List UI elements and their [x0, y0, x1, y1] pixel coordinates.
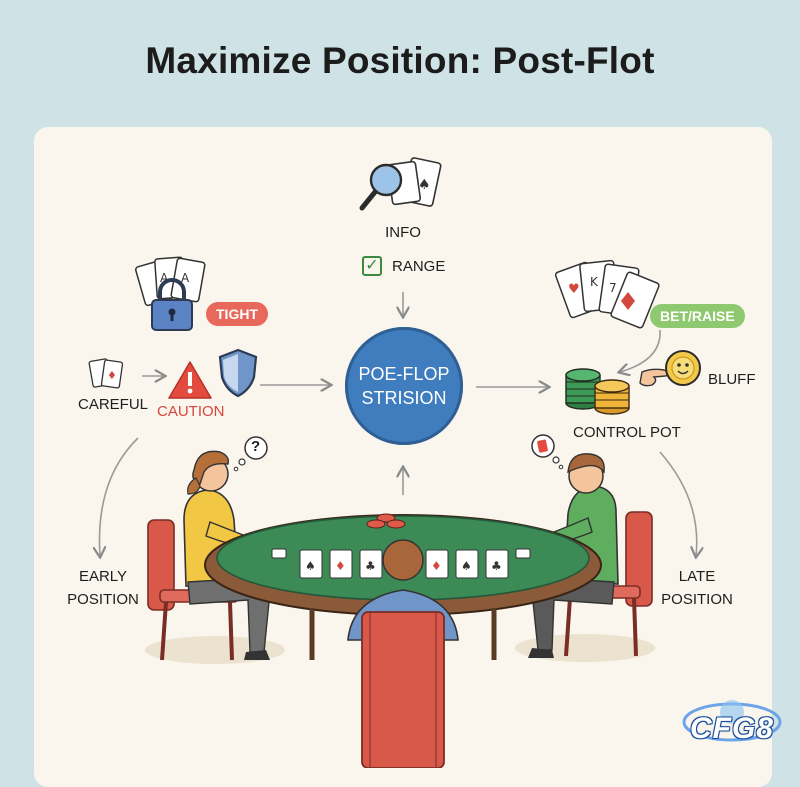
- svg-text:A: A: [160, 271, 169, 285]
- hub-line-2: STRISION: [361, 388, 447, 408]
- check-icon: ✓: [362, 256, 382, 276]
- early-position-line-2: POSITION: [67, 591, 139, 608]
- control-pot-label: CONTROL POT: [573, 424, 681, 441]
- page-title: Maximize Position: Post-Flot: [145, 40, 655, 81]
- late-position-line-2: POSITION: [661, 591, 733, 608]
- pointing-hand-icon: [639, 368, 669, 387]
- range-label: RANGE: [392, 258, 446, 275]
- cards-lock-icon: A A: [134, 256, 206, 331]
- svg-text:K: K: [590, 275, 599, 289]
- svg-text:♥: ♥: [568, 282, 580, 297]
- community-cards: [299, 549, 509, 579]
- arrow-late-position: [659, 451, 697, 556]
- question-thought-icon: [233, 436, 268, 472]
- careful-label: CAREFUL: [78, 396, 149, 413]
- table-chips: [366, 513, 406, 529]
- strategy-hub-circle: POE-FLOP STRISION: [345, 327, 463, 445]
- diagram-artwork: ♠ A A ♦ ♥ K 7: [88, 157, 782, 768]
- tight-badge: TIGHT: [206, 302, 268, 326]
- late-position-line-1: LATE: [678, 568, 716, 585]
- bet-raise-badge: BET/RAISE: [650, 304, 745, 328]
- shield-icon: [218, 348, 258, 398]
- svg-text:♠: ♠: [461, 559, 472, 573]
- brand-logo: CFG8: [689, 712, 774, 745]
- smiley-coin-icon: [665, 350, 701, 386]
- flow-arrows: [99, 292, 696, 556]
- magnifier-cards-icon: ♠: [359, 157, 442, 211]
- card-thought-icon: [531, 434, 564, 470]
- svg-text:♣: ♣: [365, 559, 376, 573]
- poker-chips-icon: [565, 368, 630, 415]
- svg-text:♦: ♦: [335, 559, 346, 573]
- cards-icon: ♦: [88, 358, 124, 389]
- hub-line-1: POE-FLOP: [358, 364, 450, 384]
- svg-text:7: 7: [609, 281, 617, 295]
- svg-text:♠: ♠: [418, 177, 431, 193]
- question-mark-glyph: ?: [251, 438, 261, 455]
- center-player: [347, 539, 459, 768]
- bluff-label: BLUFF: [708, 371, 756, 388]
- caution-label: CAUTION: [157, 403, 225, 420]
- early-position-line-1: EARLY: [78, 568, 128, 585]
- arrow-bet-to-chips: [620, 329, 661, 372]
- arrow-early-position: [99, 437, 139, 556]
- svg-text:♦: ♦: [431, 559, 442, 573]
- warning-icon: [168, 361, 212, 399]
- info-label: INFO: [385, 224, 421, 241]
- cards-fan-icon: ♥ K 7: [554, 259, 660, 329]
- svg-text:A: A: [181, 271, 190, 285]
- svg-text:♦: ♦: [107, 369, 117, 382]
- svg-text:♠: ♠: [305, 559, 316, 573]
- brand-logo-ring: [682, 700, 782, 742]
- svg-text:♣: ♣: [491, 559, 502, 573]
